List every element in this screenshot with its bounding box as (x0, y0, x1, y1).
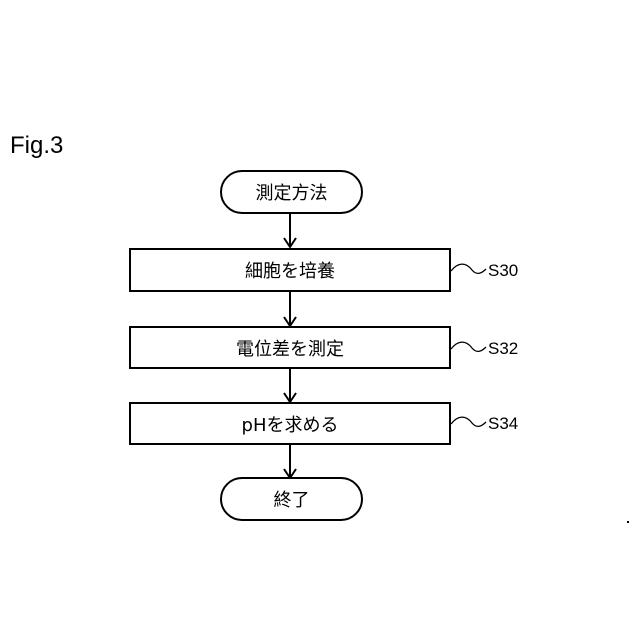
leader-s30 (451, 264, 486, 273)
process-step-s30: 細胞を培養 (129, 248, 451, 292)
end-terminal-text: 終了 (274, 486, 310, 512)
start-terminal: 測定方法 (220, 170, 363, 214)
process-step-s34: pHを求める (129, 402, 451, 445)
process-step-s30-text: 細胞を培養 (245, 257, 335, 283)
stray-dot-mark (627, 521, 629, 523)
process-step-s34-text: pHを求める (242, 411, 339, 437)
leader-s34 (451, 417, 486, 426)
process-step-s32-text: 電位差を測定 (236, 335, 344, 361)
end-terminal: 終了 (220, 477, 363, 521)
step-label-s34: S34 (488, 414, 518, 434)
step-label-s32: S32 (488, 339, 518, 359)
start-terminal-text: 測定方法 (256, 179, 328, 205)
step-label-s30: S30 (488, 261, 518, 281)
leader-s32 (451, 342, 486, 351)
process-step-s32: 電位差を測定 (129, 326, 451, 369)
